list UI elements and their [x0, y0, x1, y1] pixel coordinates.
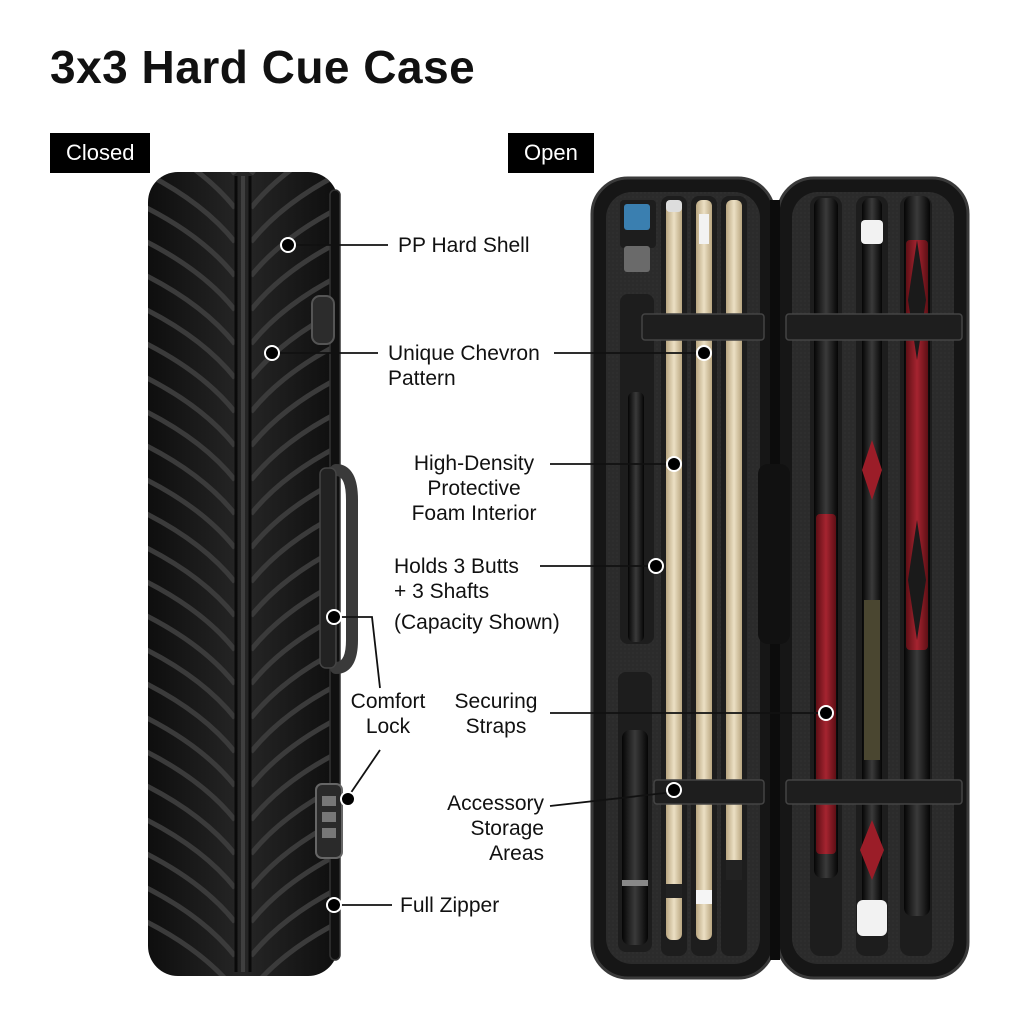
strap-top-left [641, 313, 765, 341]
accessory-extension [628, 392, 644, 642]
callout-capacity: Holds 3 Butts+ 3 Shafts(Capacity Shown) [394, 555, 560, 634]
leader-comfort-lock-up [338, 616, 381, 689]
chevron-rib [148, 172, 338, 176]
chevron-rib [143, 70, 343, 140]
leader-accessory [549, 791, 675, 807]
chalk-cube-gray [624, 246, 650, 272]
callout-dots [264, 237, 834, 913]
chalk-cube-blue [624, 204, 650, 230]
strap-bottom-left [653, 779, 765, 805]
strap-bottom-right [785, 779, 963, 805]
shaft-1 [666, 200, 682, 940]
leader-comfort-lock-down [347, 749, 381, 798]
open-view-label: Open [508, 133, 594, 173]
callout-lines [272, 244, 826, 906]
page-title: 3x3 Hard Cue Case [50, 41, 476, 93]
callout-full-zipper: Full Zipper [400, 894, 500, 917]
open-case [590, 176, 970, 980]
closed-view-label: Closed [50, 133, 151, 173]
chevron-rib [148, 172, 338, 210]
top-latch [311, 295, 335, 345]
shaft-3 [726, 200, 742, 880]
cue-butt-2 [862, 198, 882, 928]
accessory-joint-protector [622, 730, 648, 945]
callout-pp-hard-shell: PP Hard Shell [398, 234, 530, 257]
closed-case [143, 70, 358, 976]
strap-top-right [785, 313, 963, 341]
carry-handle [330, 464, 358, 674]
shaft-2 [696, 200, 712, 940]
